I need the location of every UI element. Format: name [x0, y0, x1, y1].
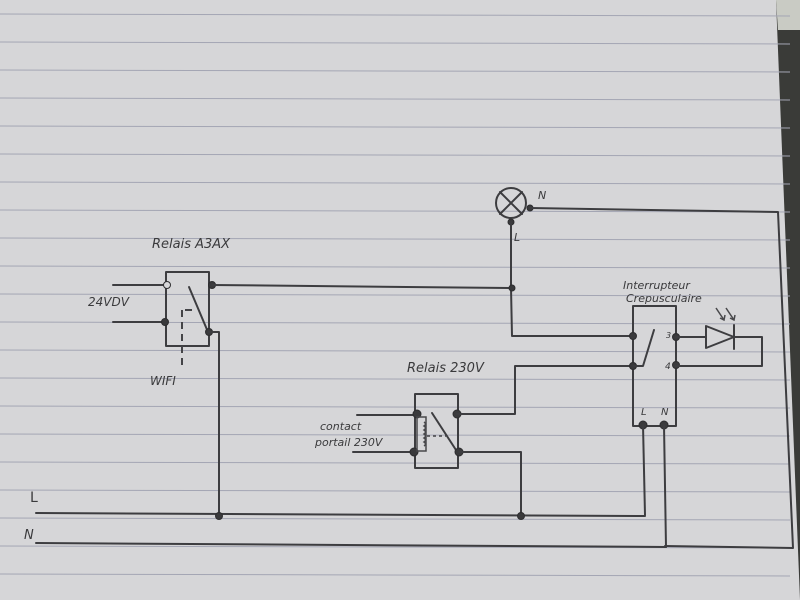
- relay-a3ax: Relais A3AX 24VDV WIFI: [88, 237, 231, 388]
- wire-a3ax-to-line: [208, 331, 220, 517]
- ruled-line: [0, 209, 791, 213]
- wire-switch-l: [642, 424, 646, 516]
- twilight-switch-terminal-l-label: L: [641, 407, 647, 418]
- background-shadow: [776, 0, 800, 30]
- twilight-switch-label-2: Crepusculaire: [626, 292, 702, 305]
- ruled-line: [0, 377, 791, 381]
- ruled-line: [0, 405, 791, 409]
- ruled-line: [0, 293, 791, 297]
- relay-a3ax-input-label: 24VDV: [88, 295, 130, 309]
- ruled-line: [0, 181, 791, 185]
- junction-l-a3ax: [215, 512, 223, 520]
- relay-230v-input-label-2: portail 230V: [314, 436, 384, 449]
- relay-a3ax-control-label: WIFI: [150, 374, 176, 388]
- wire-a3ax-to-lamp: [211, 284, 513, 289]
- relay-a3ax-body: [165, 271, 210, 347]
- supply-line-l-label: L: [30, 490, 38, 506]
- relay-230v-terminal-in2: [409, 447, 419, 457]
- twilight-switch-terminal-n-label: N: [661, 407, 669, 418]
- twilight-switch-blade: [632, 329, 655, 367]
- ruled-line: [0, 237, 791, 241]
- ruled-line: [0, 489, 791, 493]
- ruled-line: [0, 125, 791, 129]
- lamp-icon: [495, 187, 527, 219]
- relay-a3ax-switch-blade: [188, 286, 209, 333]
- light-arrow-1-head: [719, 314, 726, 322]
- relay-230v-input-label-1: contact: [320, 420, 362, 433]
- lamp-cross-2: [499, 191, 523, 215]
- photodiode-icon: [705, 325, 735, 349]
- supply-line-n-label: N: [24, 528, 34, 543]
- relay-230v-label: Relais 230V: [407, 361, 485, 376]
- ruled-line: [0, 265, 791, 269]
- relay-a3ax-terminal-in2: [161, 318, 169, 326]
- supply-line-n: [35, 542, 667, 548]
- relay-a3ax-label: Relais A3AX: [152, 237, 231, 252]
- relay-a3ax-terminal-in1: [163, 281, 171, 289]
- photodiode-return-wire: [675, 336, 763, 367]
- twilight-switch: Interrupteur Crepusculaire 3 4 L N: [623, 279, 763, 430]
- junction-l-230v: [517, 512, 525, 520]
- twilight-switch-label-1: Interrupteur: [623, 279, 691, 292]
- relay-230v-body: [414, 393, 459, 469]
- lamp-terminal-l-label: L: [514, 231, 520, 244]
- lamp: N L: [495, 187, 546, 244]
- twilight-switch-terminal-in1: [629, 332, 637, 340]
- ruled-line: [0, 461, 791, 465]
- twilight-switch-terminal-4-label: 4: [665, 362, 671, 372]
- wire-switch-n: [663, 424, 667, 548]
- ruled-line: [0, 13, 791, 17]
- ruled-line: [0, 349, 791, 353]
- relay-230v-coil-winding: [422, 421, 427, 447]
- ruled-line: [0, 517, 791, 521]
- relay-230v: Relais 230V contact portail 230V: [314, 361, 485, 469]
- ruled-line: [0, 433, 791, 437]
- ruled-line: [0, 153, 791, 157]
- light-arrow-1: [715, 307, 725, 321]
- ruled-line: [0, 41, 791, 45]
- twilight-switch-terminal-3-label: 3: [666, 331, 671, 340]
- supply-line-l: [35, 512, 646, 517]
- ruled-line: [0, 573, 791, 577]
- relay-230v-switch-blade: [431, 412, 457, 451]
- junction-lamp-l: [508, 284, 516, 292]
- lamp-terminal-n-label: N: [538, 189, 546, 202]
- wire-lamp-l: [510, 221, 634, 337]
- wire-lamp-n: [529, 207, 794, 549]
- light-arrow-2-head: [729, 314, 736, 322]
- ruled-line: [0, 69, 791, 73]
- wire-230v-to-line: [458, 451, 522, 517]
- relay-230v-coil-icon: [416, 416, 427, 452]
- wire-230v-to-switch: [456, 365, 634, 415]
- ruled-line: [0, 97, 791, 101]
- light-arrow-2: [725, 307, 735, 321]
